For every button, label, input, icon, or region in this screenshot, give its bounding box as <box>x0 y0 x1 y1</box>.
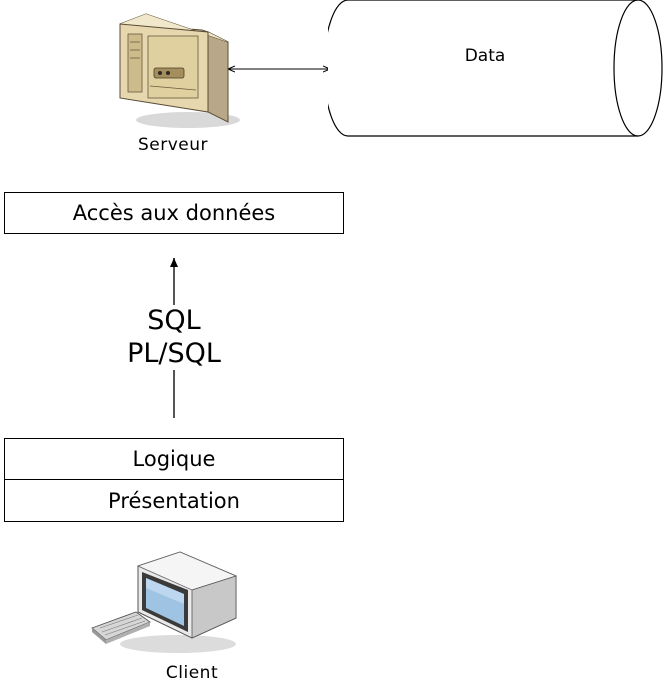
data-store-label: Data <box>464 46 506 66</box>
presentation-layer: Présentation <box>5 480 343 521</box>
data-access-label: Accès aux données <box>72 201 276 225</box>
client-label: Client <box>165 663 219 683</box>
desktop-computer-icon <box>88 548 248 660</box>
server-label: Serveur <box>137 135 209 155</box>
logic-layer: Logique <box>5 439 343 480</box>
server-tower-icon <box>110 10 250 130</box>
client-layer-stack: Logique Présentation <box>4 438 344 522</box>
data-access-layer: Accès aux données <box>4 192 344 234</box>
protocol-plsql-label: PL/SQL <box>127 337 221 369</box>
data-store-cylinder <box>328 0 666 140</box>
protocol-sql-label: SQL <box>147 304 201 336</box>
presentation-layer-label: Présentation <box>108 488 240 513</box>
logic-layer-label: Logique <box>132 447 216 471</box>
